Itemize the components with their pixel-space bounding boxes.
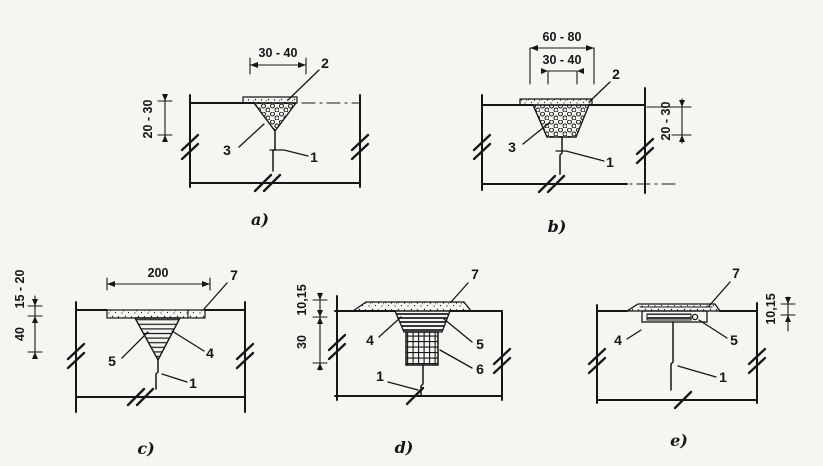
panel-d-callout-5: 5 [476, 336, 484, 352]
panel-a-callout-1: 1 [310, 149, 318, 165]
panel-c-callout-7: 7 [230, 267, 238, 283]
panel-d: 10,15 30 7 4 5 6 1 d) [295, 266, 512, 457]
panel-c-crack-line [155, 359, 159, 390]
panel-b-leader-lines [522, 81, 611, 162]
panel-c-dim-left-lower-value: 40 [13, 327, 27, 341]
panel-c-mortar-strip [106, 309, 206, 319]
panel-b-callout-2: 2 [612, 66, 620, 82]
panel-a-leader-lines [238, 69, 320, 157]
panel-c-callout-1: 1 [189, 375, 197, 391]
panel-b-callout-3: 3 [508, 139, 516, 155]
panel-b-dim-inner-line [547, 70, 578, 85]
panel-e-callout-1: 1 [719, 369, 727, 385]
panel-e: 10,15 7 4 5 1 e) [587, 265, 796, 450]
panel-c-dim-top-value: 200 [148, 266, 169, 280]
panel-b-groove-sealant [531, 104, 591, 138]
panel-e-callout-5: 5 [730, 332, 738, 348]
panel-e-caption: e) [670, 431, 688, 450]
panel-a-dim-left-value: 20 - 30 [141, 99, 155, 138]
panel-d-crack-line [420, 364, 424, 397]
panel-d-dim-left-upper-value: 10,15 [295, 284, 309, 315]
panel-d-groove-fill [394, 310, 451, 333]
panel-a-callout-2: 2 [321, 55, 329, 71]
panel-a-groove-sealant [252, 102, 298, 133]
panel-a-dim-top-line [249, 57, 307, 75]
panel-e-sealant-bead [691, 313, 699, 321]
panel-e-callout-7: 7 [732, 265, 740, 281]
panel-d-packing-block [405, 331, 439, 366]
panel-e-slab-outline [596, 302, 758, 404]
panel-c-leader-lines [121, 282, 228, 383]
panel-a: 30 - 40 20 - 30 2 3 1 a) [141, 46, 370, 229]
panel-e-callout-4: 4 [614, 332, 622, 348]
panel-b-dim-outer-value: 60 - 80 [543, 30, 582, 44]
panel-d-dim-left-line [312, 292, 328, 371]
panel-c-slab-outline [75, 301, 246, 413]
panel-d-leader-lines [378, 282, 473, 391]
panel-b-caption: b) [548, 217, 567, 236]
panel-a-dim-top-value: 30 - 40 [259, 46, 298, 60]
panel-c-groove-fill [133, 317, 182, 362]
panel-b-break-marks [472, 133, 655, 194]
panel-c-caption: c) [137, 439, 154, 458]
panel-b-dim-inner-value: 30 - 40 [543, 53, 582, 67]
panel-c-break-marks [66, 342, 255, 407]
panel-e-break-marks [587, 347, 767, 410]
panel-d-callout-6: 6 [476, 361, 484, 377]
panel-c-dim-left-upper-value: 15 - 20 [13, 269, 27, 308]
panel-d-caption: d) [395, 438, 414, 457]
panel-b-dim-right-value: 20 - 30 [659, 101, 673, 140]
panel-b-dim-outer-arrows [530, 45, 594, 51]
panel-a-callout-3: 3 [223, 142, 231, 158]
panel-b: 60 - 80 30 - 40 20 - 30 2 3 1 b) [472, 30, 692, 236]
panel-b-callout-1: 1 [606, 154, 614, 170]
panel-e-dim-right-value: 10,15 [764, 293, 778, 324]
panel-b-crack-line [559, 136, 563, 175]
panel-d-callout-1: 1 [376, 368, 384, 384]
panel-c: 200 15 - 20 40 7 5 4 1 c) [13, 266, 255, 458]
panel-d-callout-7: 7 [471, 266, 479, 282]
panel-e-leader-lines [626, 281, 731, 378]
panel-b-sealing-strip [519, 98, 593, 106]
panel-a-sealing-strip [242, 96, 298, 104]
panel-d-cover-strip [350, 301, 473, 312]
panel-e-crack-line [670, 321, 674, 391]
panel-d-callout-4: 4 [366, 332, 374, 348]
panel-d-break-marks [327, 333, 512, 406]
panel-e-dim-right-arrows [785, 297, 791, 322]
panel-b-dim-outer-line [529, 47, 595, 85]
panel-e-recess-outline [641, 310, 708, 323]
panel-c-callout-4: 4 [206, 345, 214, 361]
panel-a-break-marks [180, 133, 370, 193]
panel-d-dim-left-lower-value: 30 [295, 335, 309, 349]
panel-e-sealant-layer [646, 313, 692, 321]
panel-d-dim-left-arrows [317, 293, 323, 370]
panel-a-caption: a) [251, 210, 269, 229]
panel-c-callout-5: 5 [108, 353, 116, 369]
panel-a-crack-line [272, 130, 276, 172]
panel-a-dim-left-line [157, 94, 173, 142]
